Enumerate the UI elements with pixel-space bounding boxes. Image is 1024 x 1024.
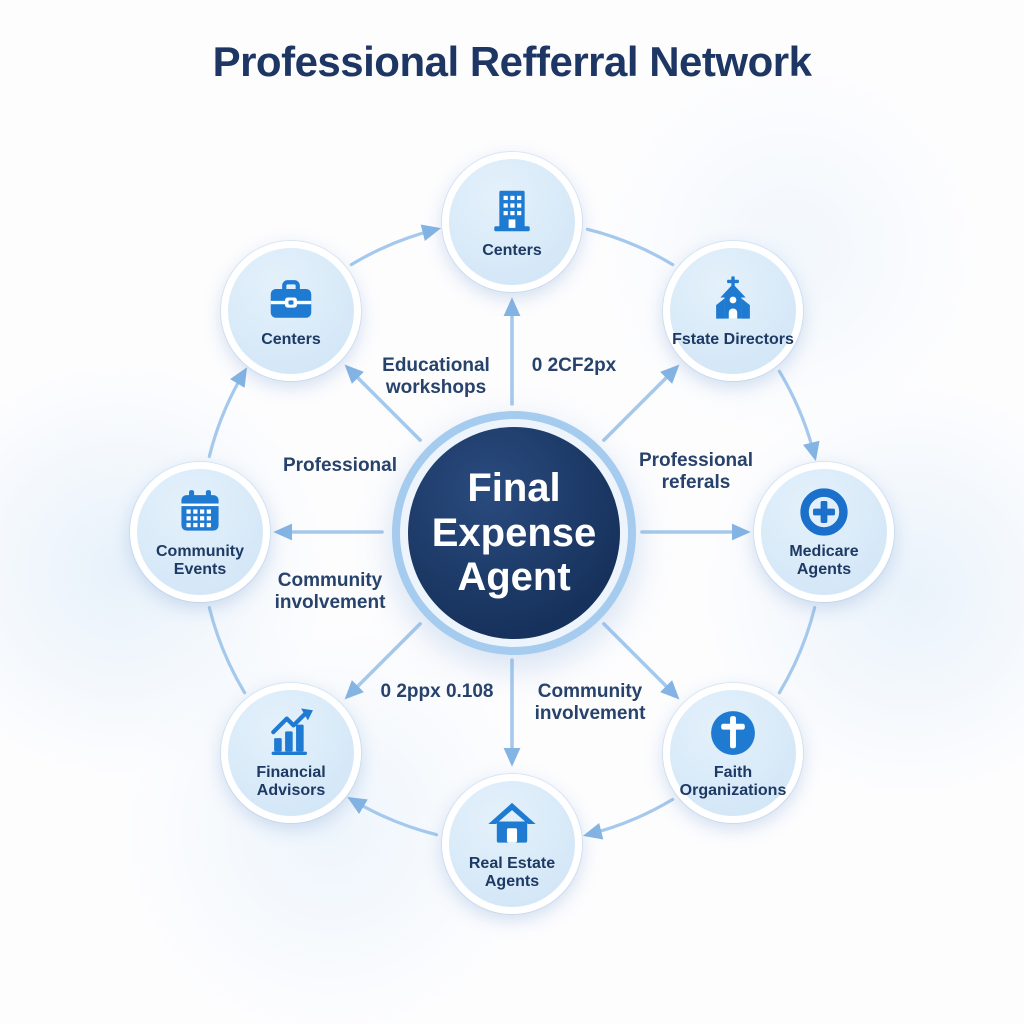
spoke-to-financial-advisors xyxy=(344,622,422,700)
briefcase-icon xyxy=(270,280,312,318)
hub-label: Final Expense Agent xyxy=(431,465,597,600)
node-community-events: Community Events xyxy=(130,462,270,602)
diagram-title: Professional Refferral Network xyxy=(212,38,812,85)
node-medicare-agents: Medicare Agents xyxy=(754,462,894,602)
house-icon xyxy=(488,803,536,843)
hub-final-expense-agent: Final Expense Agent xyxy=(408,427,620,639)
edge-label-educational-workshops: Educational workshops xyxy=(382,355,490,398)
node-circle: Community Events xyxy=(130,462,270,602)
church-icon xyxy=(716,276,750,319)
node-label: Centers xyxy=(261,331,321,349)
node-label: Financial Advisors xyxy=(256,764,326,799)
edge-label-community-involvement-left: Community involvement xyxy=(274,570,386,613)
node-real-estate-agents: Real Estate Agents xyxy=(442,774,582,914)
node-circle: Real Estate Agents xyxy=(442,774,582,914)
calendar-icon xyxy=(181,490,219,531)
node-centers-top: Centers xyxy=(442,152,582,292)
ring-arc-faith-to-realestate xyxy=(582,797,675,840)
spoke-to-faith-organizations xyxy=(602,622,680,700)
node-label: Centers xyxy=(482,242,542,260)
ring-arc-top-to-estate xyxy=(585,227,675,267)
node-circle: Centers xyxy=(442,152,582,292)
ring-arc-estate-to-medicare xyxy=(777,369,820,462)
node-centers-briefcase: Centers xyxy=(221,241,361,381)
ring-arc-financial-to-community xyxy=(207,605,247,695)
ring-arc-medicare-to-faith xyxy=(777,605,817,695)
node-label: Fstate Directors xyxy=(672,331,794,349)
cross-icon xyxy=(711,711,755,756)
node-circle: Financial Advisors xyxy=(221,683,361,823)
ring-arc-centers-to-top xyxy=(349,224,442,267)
node-label: Faith Organizations xyxy=(679,764,787,799)
edge-label-professional: Professional xyxy=(282,455,398,477)
office-building-icon xyxy=(494,190,530,232)
bar-chart-icon xyxy=(271,708,313,756)
edge-label-artifact-bottom-left: 0 2ppx 0.108 xyxy=(380,681,494,703)
spoke-to-estate-directors xyxy=(602,364,680,442)
edge-label-community-involvement-right: Community involvement xyxy=(534,681,646,724)
node-financial-advisors: Financial Advisors xyxy=(221,683,361,823)
node-label: Medicare Agents xyxy=(789,543,859,578)
node-circle: Centers xyxy=(221,241,361,381)
node-circle: Fstate Directors xyxy=(663,241,803,381)
edge-label-professional-referals: Professional referals xyxy=(638,450,754,493)
node-label: Community Events xyxy=(156,543,244,578)
node-circle: Faith Organizations xyxy=(663,683,803,823)
node-estate-directors: Fstate Directors xyxy=(663,241,803,381)
medical-cross-icon xyxy=(800,488,848,536)
node-label: Real Estate Agents xyxy=(468,855,556,890)
ring-arc-realestate-to-financial xyxy=(347,796,439,837)
edge-label-artifact-top-right: 0 2CF2px xyxy=(531,355,617,377)
node-circle: Medicare Agents xyxy=(754,462,894,602)
ring-arc-community-to-centers xyxy=(207,367,248,459)
node-faith-organizations: Faith Organizations xyxy=(663,683,803,823)
spoke-to-centers-briefcase xyxy=(344,364,422,442)
